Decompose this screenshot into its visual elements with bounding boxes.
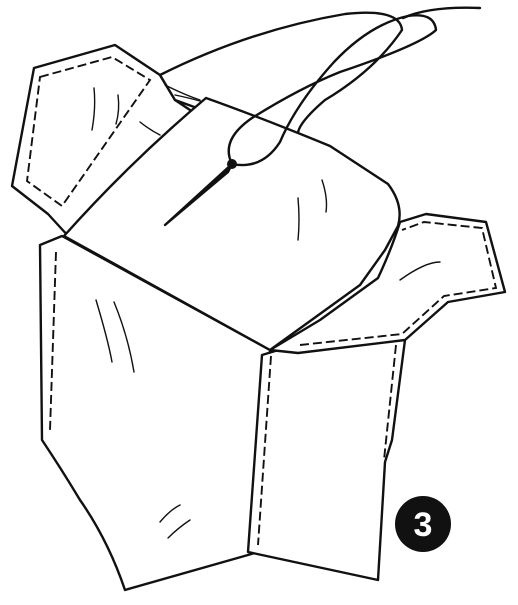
right-front-panel-outline — [248, 340, 405, 580]
step-number-badge: 3 — [395, 496, 451, 552]
right-front-panel — [248, 340, 405, 580]
step-badge-label: 3 — [414, 506, 433, 544]
